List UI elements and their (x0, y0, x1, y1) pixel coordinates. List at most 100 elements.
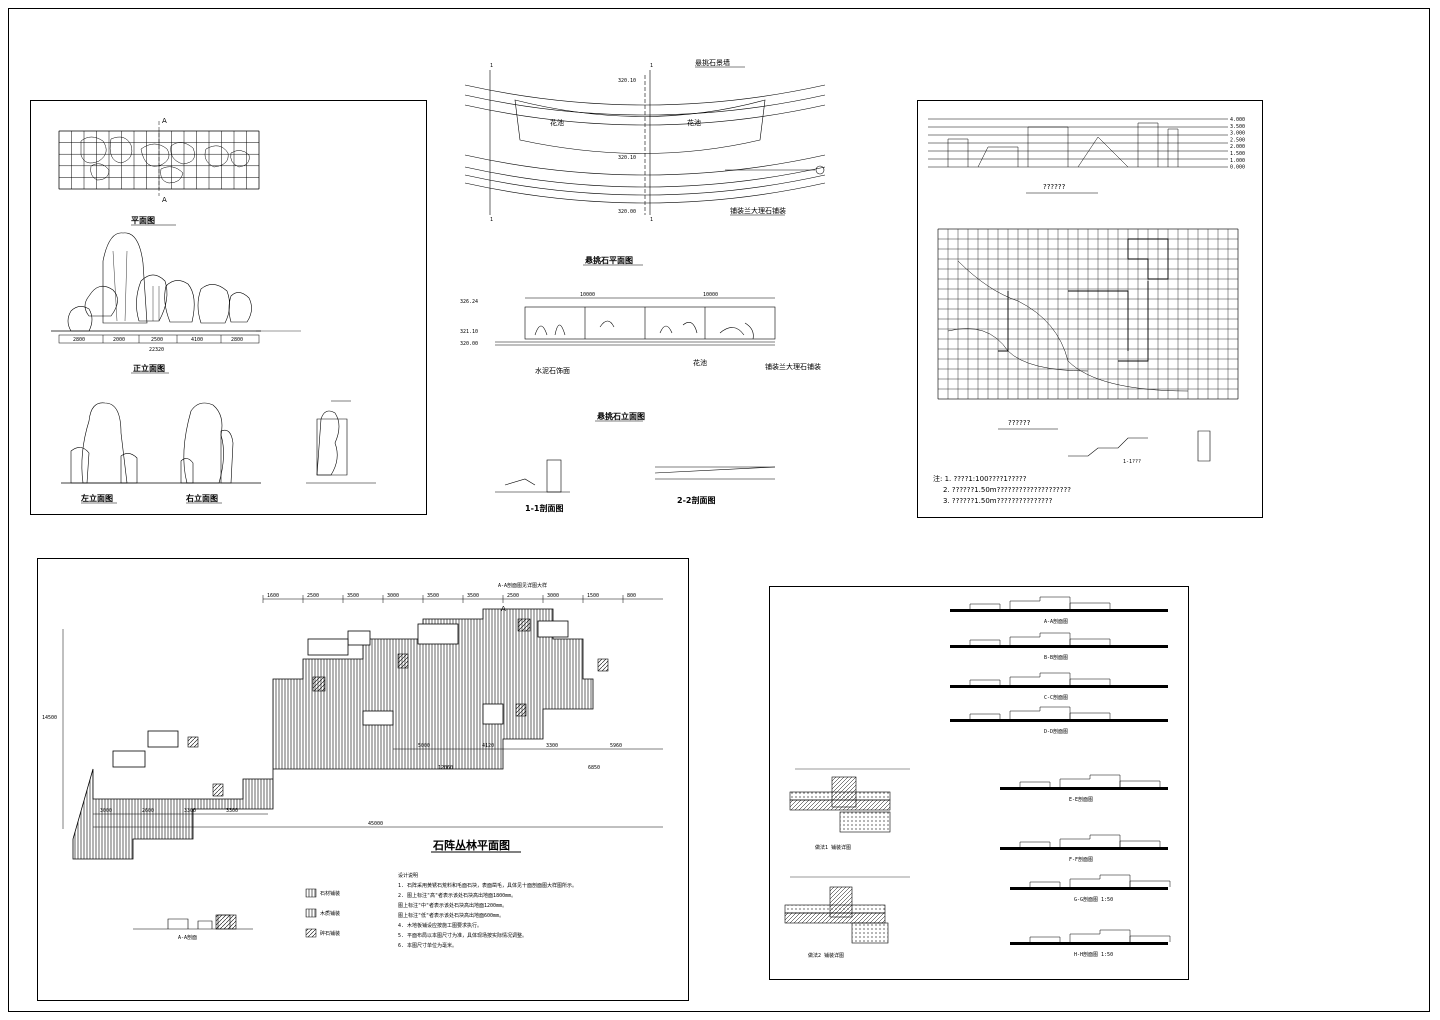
arc-wall-plan (464, 70, 826, 215)
legend-swatch-gravel (305, 928, 317, 938)
forest-lower-dim-label: 3300 (546, 743, 558, 749)
site-level-label: 1.500 (1230, 151, 1245, 157)
forest-top-dim-label: 1500 (587, 593, 599, 599)
section-title: E-E剖面图 (1069, 796, 1093, 803)
design-note-6: 5. 平面布局以本图尺寸为准，具体现场按实际情况调整。 (398, 932, 527, 939)
arc-callout-bottom: 铺装兰大理石铺装 (730, 206, 786, 215)
arc-level-mid: 320.10 (618, 155, 636, 161)
section-title: B-B剖面图 (1044, 654, 1068, 661)
rockery-front-elevation (67, 232, 252, 332)
sections-drawing: A-A剖面图B-B剖面图C-C剖面图D-D剖面图E-E剖面图F-F剖面图G-G剖… (784, 596, 1171, 959)
design-note-7: 6. 本图尺寸单位为毫米。 (398, 942, 457, 949)
arc-label-flower-right: 花池 (687, 118, 701, 127)
forest-design-notes: 设计说明 1. 石阵采用黄锈石荒料和毛面石块，表面凿毛，具体见十面剖面图大样图所… (398, 872, 577, 949)
section-profile (1019, 774, 1161, 787)
design-note-2: 2. 图上标注"高"者表示该处石块高出地面1800mm。 (398, 892, 516, 899)
section-ground (950, 719, 1168, 722)
section-ground (950, 645, 1168, 648)
site-level-label: 0.000 (1230, 165, 1245, 171)
site-plan-features (947, 238, 1189, 392)
site-level-label: 2.500 (1230, 137, 1245, 143)
design-notes-title: 设计说明 (398, 872, 418, 879)
forest-top-dim-label: 2500 (507, 593, 519, 599)
arc-callout-top: 悬挑石景墙 (695, 58, 730, 67)
forest-lower-dim-label: 5960 (610, 743, 622, 749)
forest-bottom-dim-label: 3000 (100, 808, 112, 814)
arc-plan-title: 悬挑石平面图 (584, 255, 633, 265)
rockery-dim-5: 2800 (231, 337, 243, 343)
rockery-plan-title: 平面图 (131, 216, 155, 225)
detail-1-title: 做法1 铺装详图 (815, 844, 851, 851)
rockery-section-marker-top: A (162, 117, 167, 125)
section-title: A-A剖面图 (1044, 618, 1068, 625)
panel-arc-wall: 1 1 1 1 320.10 320.10 320.00 花池 花池 悬挑石景墙… (455, 55, 855, 525)
section-title: D-D剖面图 (1044, 728, 1068, 735)
arc-section-details (495, 459, 776, 493)
section-profile (969, 706, 1111, 719)
arc-section-marker-top-right: 1 (650, 63, 653, 69)
rockery-right-title: 右立面图 (185, 493, 218, 503)
section-title: G-G剖面图 1:50 (1074, 896, 1113, 903)
legend-label-wood: 木质铺装 (320, 910, 340, 917)
site-plan-drawing: 4.0003.5003.0002.5002.0001.5001.0000.000… (928, 117, 1245, 505)
forest-title: 石阵丛林平面图 (432, 838, 510, 852)
section-profile (969, 596, 1111, 609)
forest-small-section-title: A-A剖面 (178, 934, 197, 941)
site-elevation (928, 118, 1228, 168)
rockery-dim-4: 4100 (191, 337, 203, 343)
design-note-3: 图上标注"中"者表示该处石块高出地面1200mm。 (398, 902, 507, 909)
site-note-1: 注: 1. ????1:100????1????? (933, 474, 1027, 483)
arc-level-e: 320.00 (460, 341, 478, 347)
detail-2-title: 做法2 铺装详图 (808, 952, 844, 959)
site-section (1068, 430, 1211, 462)
rockery-plan-grid (58, 121, 260, 196)
forest-top-dim-label: 800 (627, 593, 636, 599)
forest-left-dim: 14500 (42, 715, 57, 721)
section-ground (950, 609, 1168, 612)
arc-section-marker-top-left: 1 (490, 63, 493, 69)
rockery-front-dims: 2800 2000 2500 4100 2800 22320 (58, 334, 260, 353)
forest-top-dim-label: 1600 (267, 593, 279, 599)
forest-lower-dim-label: 4120 (482, 743, 494, 749)
section-profile (1019, 834, 1161, 847)
arc-wall-drawing: 1 1 1 1 320.10 320.10 320.00 花池 花池 悬挑石景墙… (460, 58, 826, 513)
rockery-dim-total: 22320 (149, 347, 164, 353)
arc-section2-title: 2-2剖面图 (677, 495, 715, 505)
section-ground (1010, 942, 1168, 945)
forest-lower-dim-label: 5000 (418, 743, 430, 749)
legend-swatch-stone (305, 888, 317, 898)
arc-note-left: 水泥石饰面 (535, 366, 570, 375)
forest-total-dim: 45000 (368, 821, 383, 827)
drawing-sheet-border (8, 8, 1430, 1012)
rockery-dim-2: 2000 (113, 337, 125, 343)
rockery-dim-3: 2500 (151, 337, 163, 343)
rockery-drawing: A A 平面图 2800 2000 2500 4100 2800 (51, 117, 376, 504)
forest-callout: A-A剖面图见详图大样 (498, 582, 547, 589)
forest-lower-dim2-label: 12060 (438, 765, 453, 771)
rockery-side-elevations (70, 400, 351, 484)
arc-elevation (495, 297, 776, 346)
forest-top-dim-label: 3500 (427, 593, 439, 599)
site-plan-title: ?????? (1008, 419, 1031, 427)
rockery-dim-1: 2800 (73, 337, 85, 343)
design-note-1: 1. 石阵采用黄锈石荒料和毛面石块，表面凿毛，具体见十面剖面图大样图所示。 (398, 882, 577, 889)
section-ground (1010, 887, 1168, 890)
arc-level-a: 320.10 (618, 78, 636, 84)
design-note-5: 4. 木地板铺设应按施工图要求执行。 (398, 922, 482, 929)
legend-swatch-wood (305, 908, 317, 918)
forest-top-dim-label: 3500 (467, 593, 479, 599)
site-note-3: 3. ??????1.50m??????????????? (943, 497, 1053, 505)
section-profile (1029, 929, 1171, 942)
arc-elev-dim-a: 10000 (580, 292, 595, 298)
forest-top-dim-label: 3500 (347, 593, 359, 599)
arc-level-c: 326.24 (460, 299, 478, 305)
section-title: F-F剖面图 (1069, 856, 1093, 863)
legend-label-gravel: 碎石铺装 (320, 930, 340, 937)
arc-section1-title: 1-1剖面图 (525, 503, 563, 513)
section-ground (1000, 847, 1168, 850)
arc-section-marker-bottom-left: 1 (490, 217, 493, 223)
